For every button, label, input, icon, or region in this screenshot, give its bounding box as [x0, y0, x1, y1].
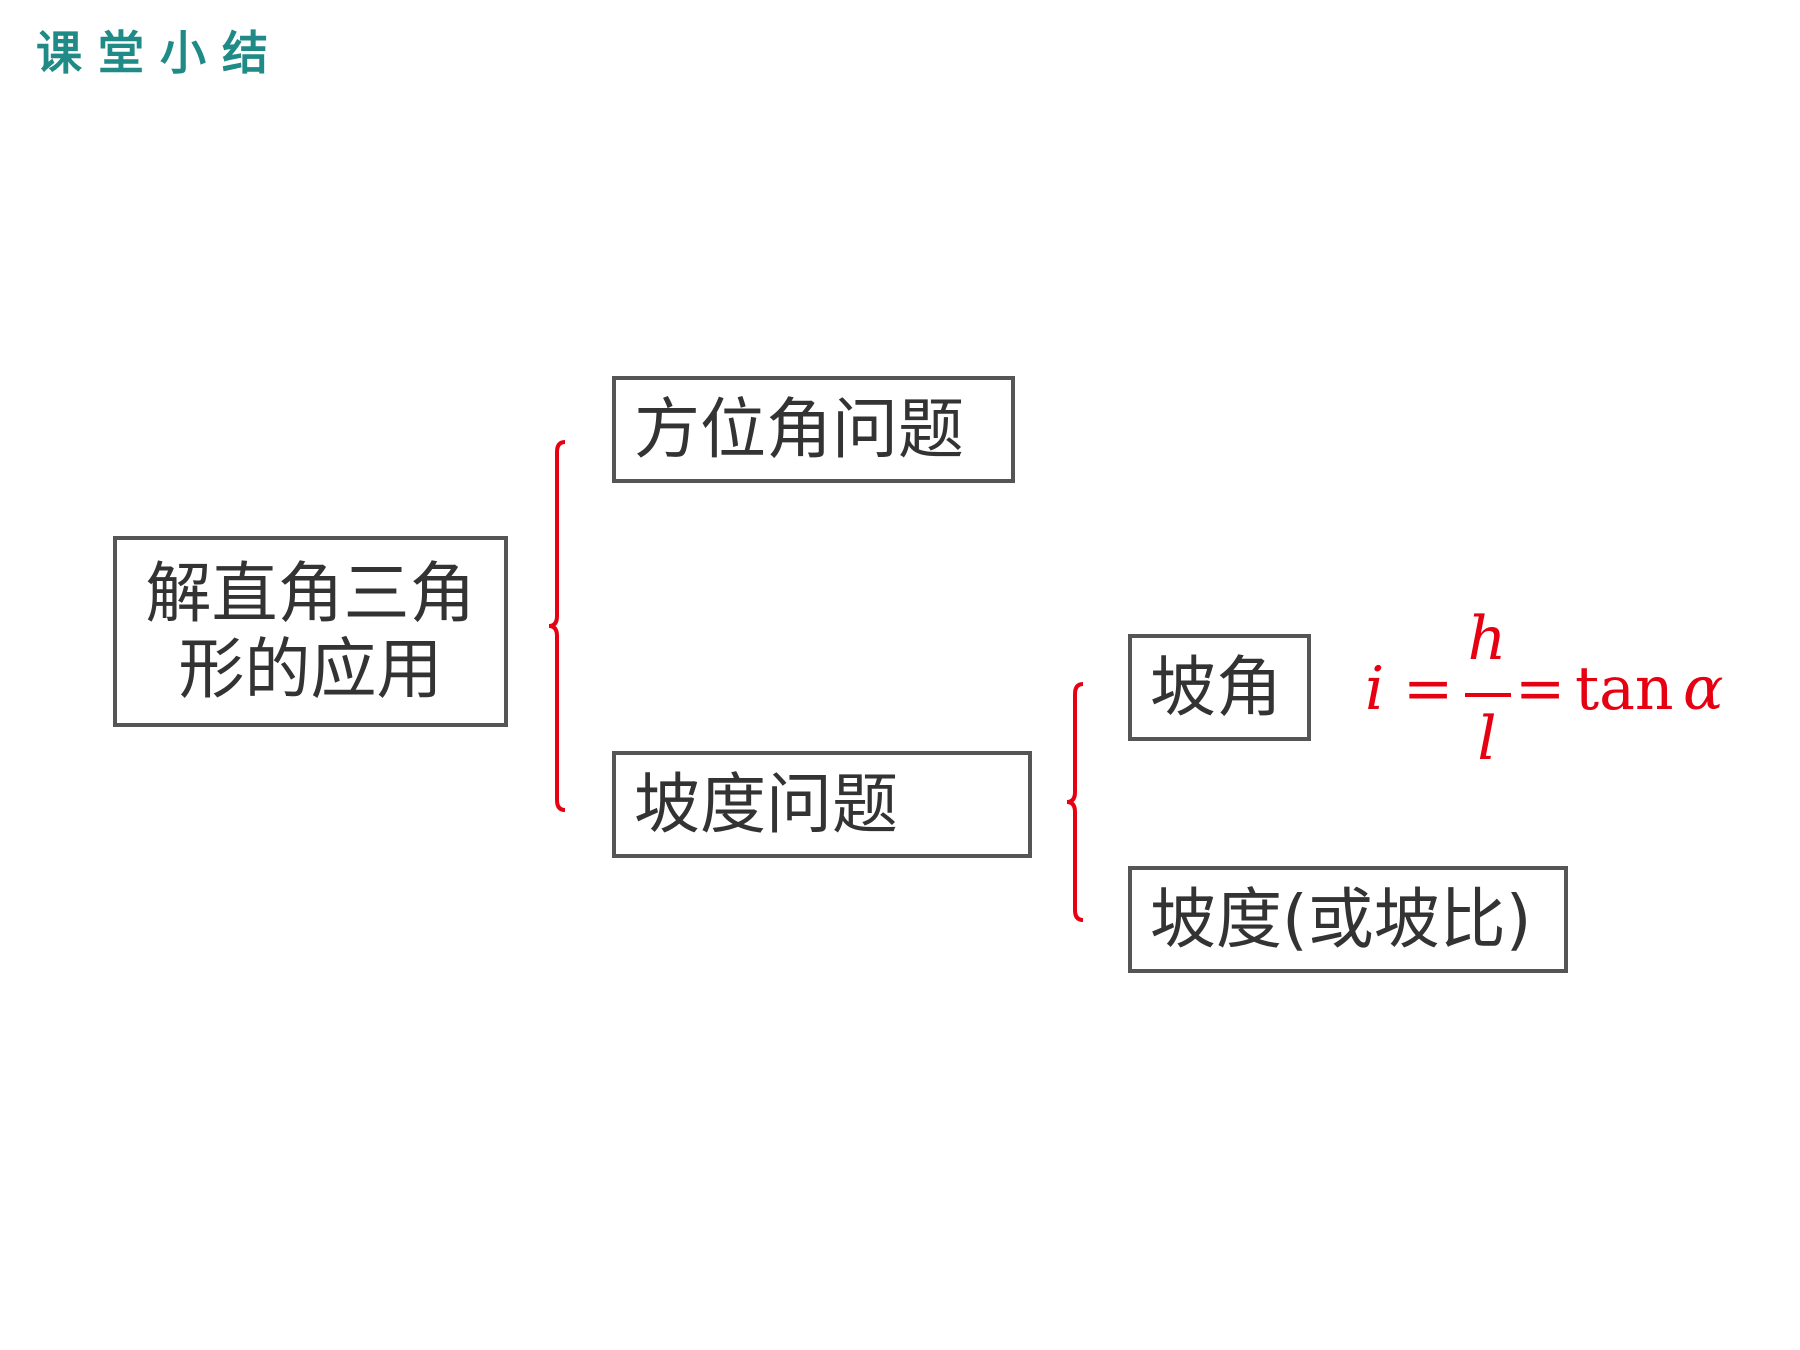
bearing-angle-node: 方位角问题 [612, 376, 1015, 483]
formula-equals-1: = [1403, 654, 1454, 724]
formula-alpha: α [1683, 654, 1724, 724]
slope-ratio-label: 坡度(或坡比) [1150, 880, 1532, 958]
formula-lhs: i [1365, 654, 1385, 724]
slope-brace [1066, 682, 1084, 922]
slope-ratio-node: 坡度(或坡比) [1128, 866, 1568, 973]
formula-numerator: h [1467, 604, 1507, 674]
bearing-angle-label: 方位角问题 [634, 390, 964, 468]
fraction-bar [1465, 693, 1511, 697]
slope-angle-node: 坡角 [1128, 634, 1311, 741]
page-title: 课堂小结 [36, 26, 284, 80]
root-node-label: 解直角三角形的应用 [145, 554, 476, 708]
slope-problem-node: 坡度问题 [612, 751, 1032, 858]
slope-problem-label: 坡度问题 [634, 765, 898, 843]
formula-function: tan [1575, 654, 1674, 724]
slope-angle-label: 坡角 [1150, 648, 1282, 726]
formula-denominator: l [1477, 704, 1497, 774]
slope-formula: i = h l = tan α [1365, 604, 1735, 774]
root-node: 解直角三角形的应用 [113, 536, 508, 727]
root-brace [548, 440, 566, 812]
formula-equals-2: = [1515, 654, 1566, 724]
